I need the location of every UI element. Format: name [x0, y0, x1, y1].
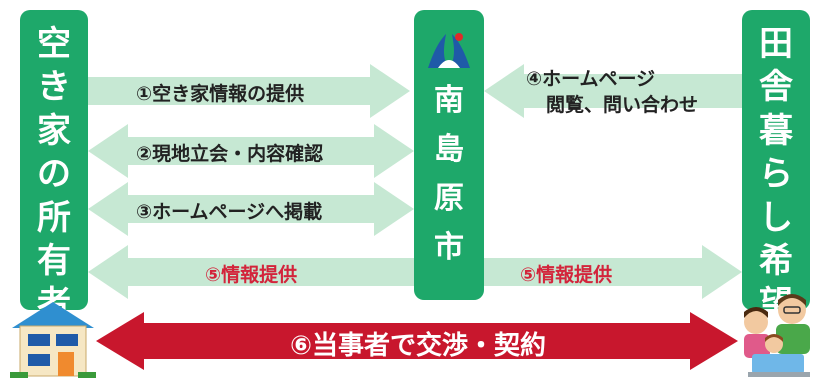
owner-char: 所: [37, 197, 71, 238]
arrow-2-both: [88, 124, 414, 178]
owner-char: の: [37, 154, 71, 195]
city-char: 島: [434, 132, 464, 167]
family-computer-icon: [744, 294, 810, 377]
arrow-4-label-line1: ④ホームページ: [526, 68, 656, 90]
arrow-4-label-line2: 閲覧、問い合わせ: [546, 94, 699, 116]
seeker-char: 暮: [759, 110, 793, 151]
seeker-char: し: [759, 197, 793, 238]
arrow-3-both: [88, 182, 414, 236]
house-icon: [10, 302, 96, 378]
city-label: 南 島 原 市: [434, 84, 464, 280]
owner-char: 有: [37, 240, 71, 281]
owner-char: 家: [37, 110, 71, 151]
arrow-1-label: ①空き家情報の提供: [136, 83, 305, 105]
owner-char: き: [37, 67, 71, 108]
seeker-char: ら: [759, 154, 793, 195]
arrow-5-left-label: ⑤情報提供: [205, 264, 298, 286]
arrow-5-right: [484, 245, 742, 299]
owner-char: 空: [37, 24, 71, 64]
owner-label: 空 き 家 の 所 有 者: [37, 24, 71, 330]
city-emblem-icon: [428, 33, 470, 68]
city-char: 原: [434, 181, 464, 216]
seeker-char: 舎: [759, 67, 793, 108]
seeker-char: 田: [759, 24, 793, 64]
city-column: 南 島 原 市: [414, 10, 484, 300]
arrow-5-right-label: ⑤情報提供: [520, 264, 613, 286]
arrow-2-label: ②現地立会・内容確認: [136, 143, 324, 165]
arrow-5-left: [88, 245, 414, 299]
arrow-3-label: ③ホームページへ掲載: [136, 201, 323, 223]
owner-column: 空 き 家 の 所 有 者: [20, 10, 88, 323]
arrow-4-left: [484, 64, 742, 118]
seeker-column: 田 舎 暮 ら し 希 望 者: [742, 10, 810, 367]
arrow-6-deal: [96, 312, 738, 370]
arrow-1-right: [88, 64, 410, 118]
seeker-char: 希: [759, 240, 793, 281]
city-char: 市: [434, 230, 464, 265]
arrow-6-label: ⑥当事者で交渉・契約: [290, 331, 547, 361]
city-char: 南: [434, 83, 464, 118]
